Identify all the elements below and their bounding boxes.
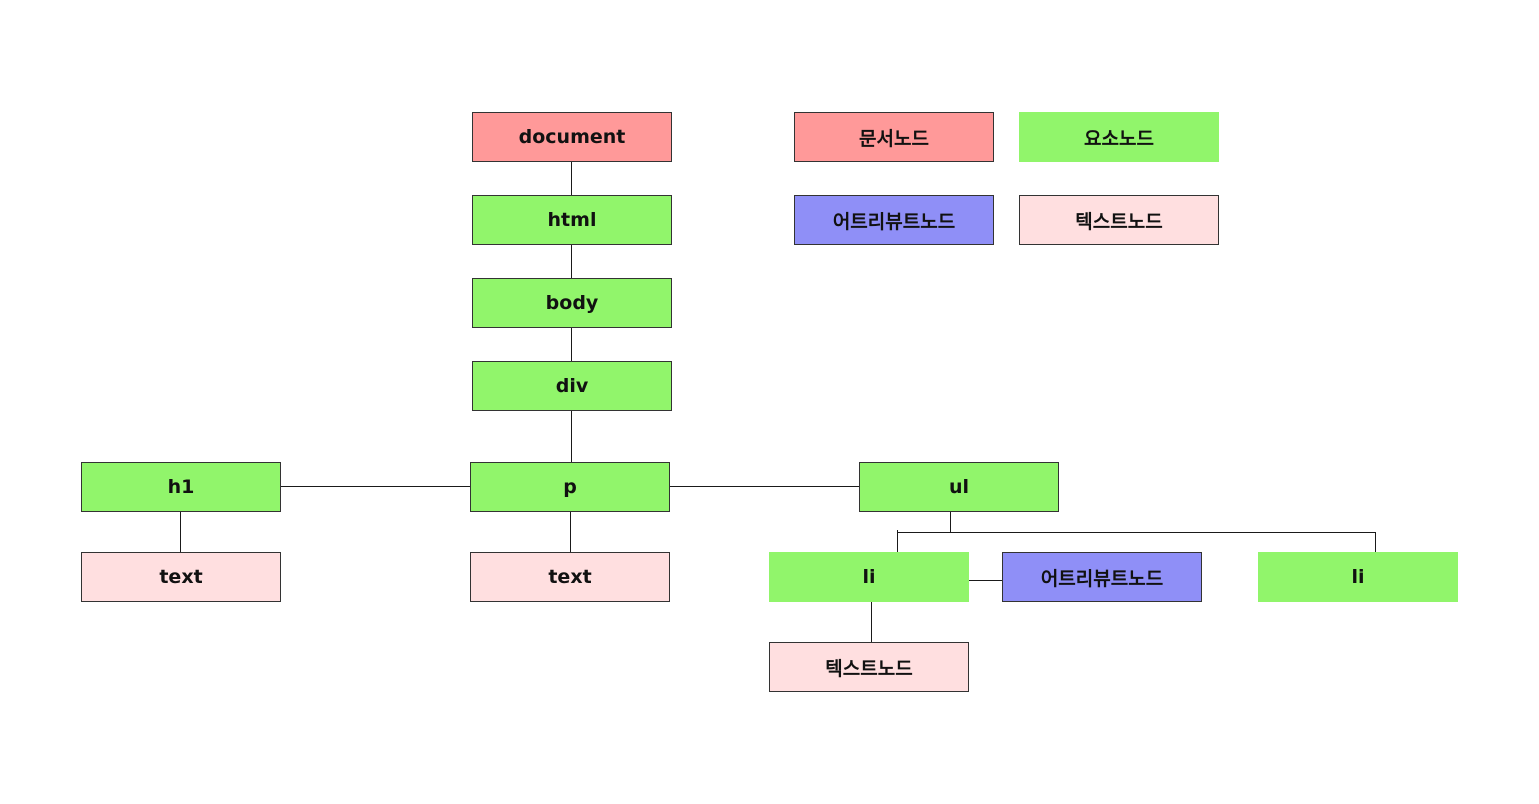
p-text-node-label: text <box>548 566 592 588</box>
legend-text-node: 텍스트노드 <box>1019 195 1219 245</box>
legend-document-label: 문서노드 <box>859 127 929 150</box>
div-node: div <box>472 361 672 411</box>
connector-ul-branch <box>897 532 1376 533</box>
p-text-node: text <box>470 552 670 602</box>
connector-body-div <box>571 328 572 362</box>
connector-h1-p <box>280 486 471 487</box>
li-attribute-node-label: 어트리뷰트노드 <box>1040 567 1164 590</box>
html-node-label: html <box>547 209 597 231</box>
document-node: document <box>472 112 672 162</box>
p-node-label: p <box>563 476 577 498</box>
connector-li-attribute <box>968 580 1003 581</box>
li-node-first: li <box>769 552 969 602</box>
connector-ul-stem <box>950 511 951 533</box>
legend-attribute-label: 어트리뷰트노드 <box>832 210 956 233</box>
li-text-node-label: 텍스트노드 <box>825 657 913 680</box>
connector-p-ul <box>669 486 860 487</box>
div-node-label: div <box>555 375 589 397</box>
body-node: body <box>472 278 672 328</box>
legend-attribute-node: 어트리뷰트노드 <box>794 195 994 245</box>
legend-element-label: 요소노드 <box>1084 127 1154 150</box>
connector-h1-text <box>180 511 181 553</box>
connector-ul-li-second <box>1375 532 1376 553</box>
h1-node: h1 <box>81 462 281 512</box>
legend-document-node: 문서노드 <box>794 112 994 162</box>
ul-node: ul <box>859 462 1059 512</box>
html-node: html <box>472 195 672 245</box>
connector-ul-li-first <box>897 530 898 553</box>
legend-text-label: 텍스트노드 <box>1075 210 1163 233</box>
connector-p-text <box>570 511 571 553</box>
li-text-node: 텍스트노드 <box>769 642 969 692</box>
connector-li-text <box>871 601 872 643</box>
li-node-second: li <box>1258 552 1458 602</box>
li-node-first-label: li <box>862 566 876 588</box>
p-node: p <box>470 462 670 512</box>
h1-node-label: h1 <box>167 476 195 498</box>
connector-div-p <box>571 411 572 463</box>
li-node-second-label: li <box>1351 566 1365 588</box>
connector-document-html <box>571 162 572 196</box>
li-attribute-node: 어트리뷰트노드 <box>1002 552 1202 602</box>
h1-text-node: text <box>81 552 281 602</box>
body-node-label: body <box>545 292 599 314</box>
legend-element-node: 요소노드 <box>1019 112 1219 162</box>
ul-node-label: ul <box>948 476 970 498</box>
connector-html-body <box>571 245 572 279</box>
h1-text-node-label: text <box>159 566 203 588</box>
document-node-label: document <box>518 126 626 148</box>
